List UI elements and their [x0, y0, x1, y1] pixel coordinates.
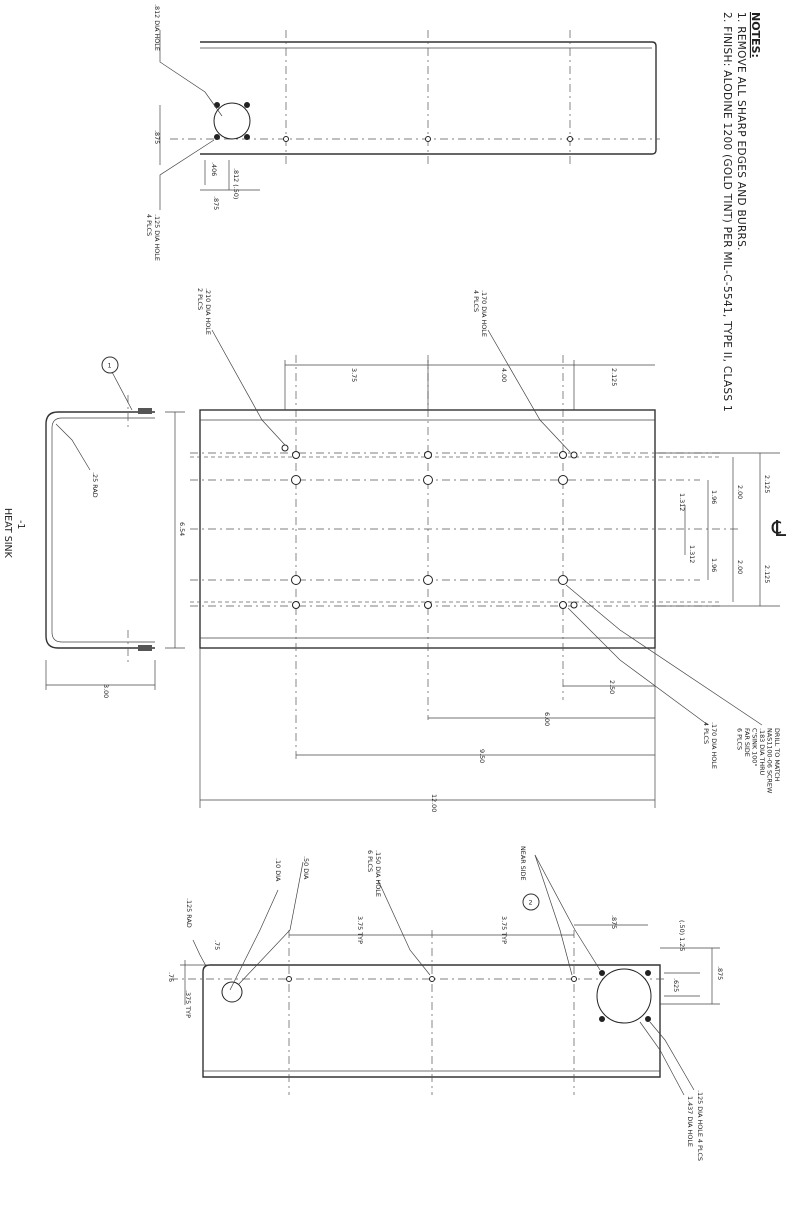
svg-text:.183 DIA THRU: .183 DIA THRU — [758, 728, 766, 776]
bottom-dim-375-typ-c: .375 TYP — [184, 990, 192, 1018]
bottom-dim-50-125: (.50) 1.25 — [678, 920, 686, 951]
plan-dim-400: 4.00 — [500, 368, 508, 382]
plan-dim-200-a: 2.00 — [736, 485, 744, 499]
bottom-dim-75-b: .75 — [167, 972, 175, 982]
section-depth-dim: 3.00 — [102, 684, 110, 698]
plan-dim-200-b: 2.00 — [736, 560, 744, 574]
svg-text:6 PLCS: 6 PLCS — [736, 728, 744, 750]
plan-view-outline — [199, 409, 656, 649]
plan-dim-2125-top: 2.125 — [610, 368, 618, 386]
bottom-view: 2 NEAR SIDE .150 DIA HOLE 6 PLCS .50 DIA… — [167, 846, 724, 1161]
notes-heading: NOTES: — [749, 12, 762, 58]
plan-dim-196-a: 1.96 — [710, 490, 718, 504]
plan-hole170-top-label: .170 DIA HOLE — [480, 290, 488, 337]
item-balloon-1 — [101, 356, 119, 374]
top-hole125-label: .125 DIA HOLE — [153, 214, 161, 261]
bottom-dim-375-typ-b: 3.75 TYP — [500, 916, 508, 944]
top-view-outline — [200, 41, 657, 155]
plan-dim-1200: 12.00 — [430, 794, 438, 812]
section-rad-label: .25 RAD — [91, 472, 99, 498]
svg-text:C'SINK 100°: C'SINK 100° — [751, 728, 759, 767]
plan-centerline-symbol: ℄ — [771, 517, 787, 542]
plan-dim-250: 2.50 — [608, 680, 616, 694]
mount-hole — [244, 134, 250, 140]
plan-hole170-bot-qty: 4 PLCS — [702, 722, 710, 744]
top-view: .812 DIA HOLE .875 .406 .812 (.50) .875 … — [145, 4, 660, 261]
mount-hole — [244, 102, 250, 108]
bottom-connector-hole — [596, 968, 652, 1024]
plan-dim-1312-a: 1.312 — [678, 493, 686, 511]
bottom-dia10-label: .10 DIA — [274, 858, 282, 882]
plan-dim-1312-b: 1.312 — [688, 545, 696, 563]
bottom-hole125-label: .125 DIA HOLE 4 PLCS — [696, 1090, 704, 1161]
plan-hole210-label: .210 DIA HOLE — [204, 288, 212, 335]
plan-dim-375: 3.75 — [350, 368, 358, 382]
item-balloon-2 — [522, 893, 540, 911]
note-2: 2. FINISH: ALODINE 1200 (GOLD TINT) PER … — [721, 12, 733, 412]
svg-text:NAS1100-06 SCREW: NAS1100-06 SCREW — [766, 728, 774, 794]
plan-dim-196-b: 1.96 — [710, 558, 718, 572]
section-balloon-text: 1 — [108, 362, 112, 370]
bottom-50-hole — [221, 981, 243, 1003]
bottom-dim-75-a: .75 — [213, 940, 221, 950]
mount-hole — [214, 134, 220, 140]
bottom-hole150-label: .150 DIA HOLE — [374, 850, 382, 897]
plan-dim-2125-a: 2.125 — [763, 475, 771, 493]
section-height-dim: 6.54 — [178, 522, 186, 536]
top-dim-812-50: .812 (.50) — [232, 168, 240, 199]
bottom-dim-875-right: .875 — [716, 966, 724, 980]
top-dim-406: .406 — [210, 162, 218, 176]
top-hole125-qty: 4 PLCS — [145, 214, 153, 236]
connector-hole — [213, 102, 251, 140]
plan-hole210-qty: 2 PLCS — [196, 288, 204, 310]
plan-dim-600: 6.00 — [543, 712, 551, 726]
bottom-rad125-label: .125 RAD — [185, 898, 193, 928]
bottom-hole150-qty: 6 PLCS — [366, 850, 374, 872]
bottom-balloon-text: 2 — [529, 899, 533, 907]
svg-text:DRILL TO MATCH: DRILL TO MATCH — [773, 728, 781, 782]
bottom-dim-625: .625 — [672, 978, 680, 992]
channel-profile — [45, 411, 155, 649]
section-view: 1 .25 RAD 6.54 3.00 -1 HEAT SINK — [2, 356, 186, 698]
top-dim-875-left: .875 — [153, 130, 161, 144]
svg-text:FAR SIDE: FAR SIDE — [743, 728, 751, 757]
plan-dim-950: 9.50 — [478, 749, 486, 763]
bottom-hole1437-label: 1.437 DIA HOLE — [686, 1096, 694, 1147]
part-caption: HEAT SINK — [2, 508, 13, 559]
mount-hole — [214, 102, 220, 108]
top-hole812-label: .812 DIA HOLE — [153, 4, 161, 51]
top-dim-875-bottom: .875 — [212, 196, 220, 210]
notes-block: NOTES: 1. REMOVE ALL SHARP EDGES AND BUR… — [721, 12, 762, 412]
drill-note: DRILL TO MATCH NAS1100-06 SCREW .183 DIA… — [736, 728, 782, 794]
plan-view: .210 DIA HOLE 2 PLCS .170 DIA HOLE 4 PLC… — [190, 288, 787, 812]
bottom-dim-875-top: .875 — [610, 915, 618, 929]
note-1: 1. REMOVE ALL SHARP EDGES AND BURRS. — [735, 12, 747, 251]
bottom-dim-375-typ-a: 3.75 TYP — [356, 916, 364, 944]
part-dash-number: -1 — [15, 520, 26, 529]
plan-hole170-top-qty: 4 PLCS — [472, 290, 480, 312]
bottom-dia50-label: .50 DIA — [302, 856, 310, 880]
plan-dim-2125-b: 2.125 — [763, 565, 771, 583]
plan-hole170-bot-label: .170 DIA HOLE — [710, 722, 718, 769]
near-side-label: NEAR SIDE — [519, 846, 527, 881]
